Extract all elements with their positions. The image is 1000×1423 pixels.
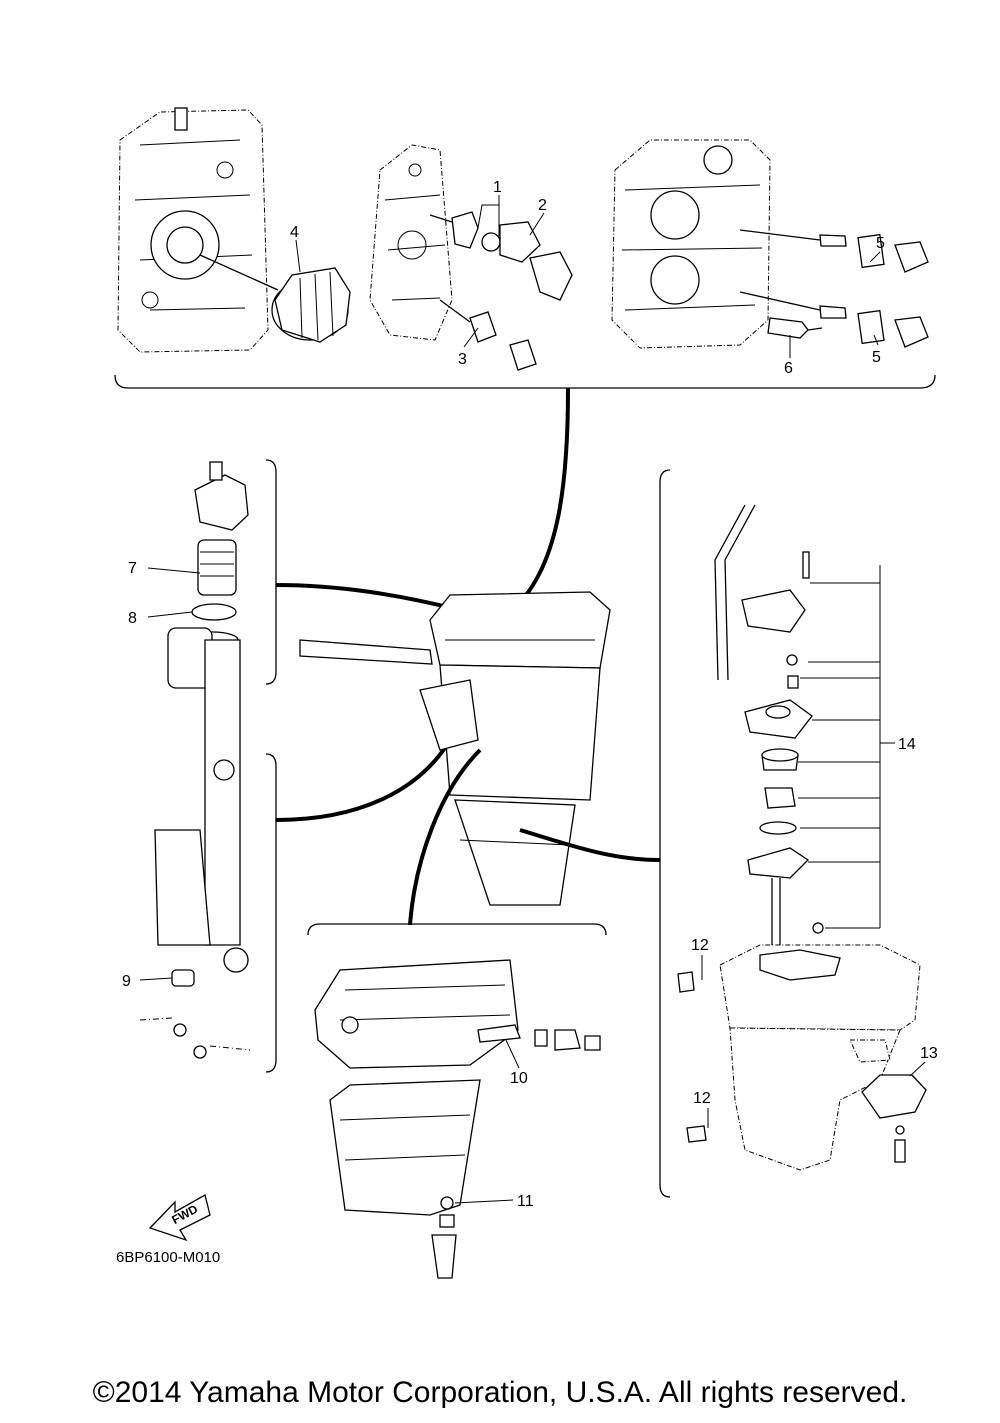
fuel-group-bracket	[265, 459, 277, 685]
leader-pump-group	[519, 828, 661, 862]
callout-11: 11	[517, 1193, 534, 1210]
callout-3: 3	[458, 351, 467, 368]
drawing-code: 6BP6100-M010	[116, 1249, 220, 1266]
callout-1: 1	[493, 179, 502, 196]
engine-block-illustration	[611, 139, 771, 349]
callout-8: 8	[128, 610, 137, 627]
leader-14	[798, 565, 895, 929]
callout-14: 14	[898, 736, 916, 753]
lower-unit-illustration	[677, 944, 927, 1171]
leader-top-group	[508, 387, 570, 614]
tilt-group-bracket	[265, 753, 277, 1073]
callout-4: 4	[290, 224, 299, 241]
cylinder-head-illustration	[369, 144, 453, 341]
oil-group-bracket	[307, 923, 607, 936]
oil-pan-illustration	[314, 959, 601, 1279]
callout-13: 13	[920, 1045, 938, 1062]
callout-2: 2	[538, 197, 547, 214]
callout-12b: 12	[693, 1090, 711, 1107]
callout-leaders	[139, 195, 926, 1204]
anode-and-plug-illustration	[739, 229, 929, 348]
top-group-bracket	[114, 374, 936, 389]
oil-filter-illustration	[271, 267, 351, 343]
water-pump-illustration	[714, 504, 824, 950]
callout-12a: 12	[691, 937, 709, 954]
tilt-cylinder-illustration	[139, 627, 251, 1059]
leader-oil-group	[408, 748, 482, 926]
callout-6: 6	[784, 360, 793, 377]
callout-10: 10	[510, 1070, 528, 1087]
callout-5b: 5	[872, 349, 881, 366]
callout-9: 9	[122, 973, 131, 990]
callout-5a: 5	[876, 235, 885, 252]
callout-7: 7	[128, 560, 137, 577]
fwd-arrow-icon: FWD	[148, 1194, 211, 1242]
leader-fuel-group	[275, 583, 461, 612]
leader-tilt-group	[275, 738, 452, 822]
outboard-motor-illustration	[299, 591, 611, 906]
thermostat-illustration	[429, 211, 573, 371]
copyright-notice: ©2014 Yamaha Motor Corporation, U.S.A. A…	[92, 1376, 908, 1409]
pump-group-bracket	[659, 469, 671, 1198]
crankcase-illustration	[117, 107, 279, 353]
